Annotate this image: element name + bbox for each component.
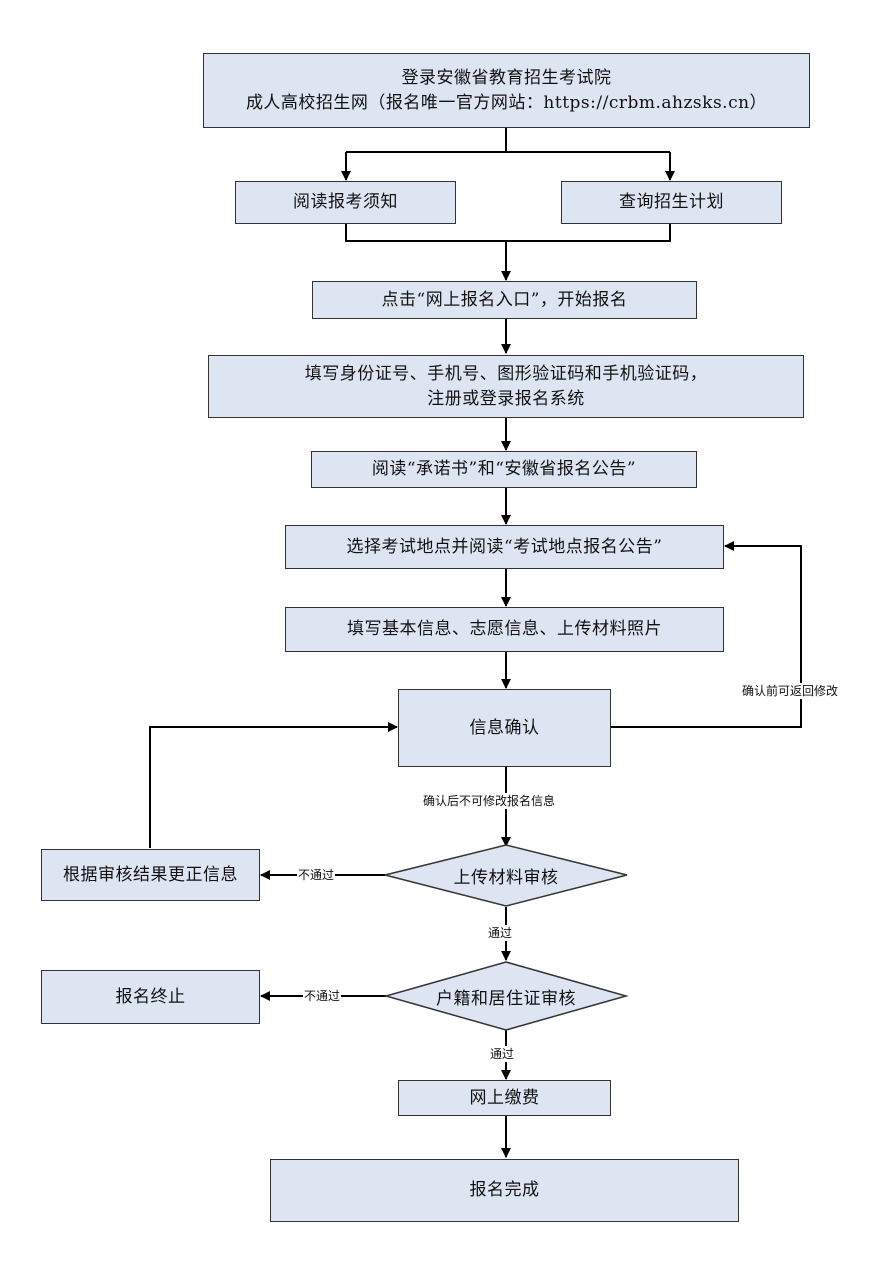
label-pass-1: 通过 — [487, 925, 514, 941]
node-register: 填写身份证号、手机号、图形验证码和手机验证码， 注册或登录报名系统 — [208, 355, 804, 418]
node-read-promise: 阅读“承诺书”和“安徽省报名公告” — [311, 451, 697, 488]
node-fill-info: 填写基本信息、志愿信息、上传材料照片 — [285, 607, 724, 652]
node-click-entry: 点击“网上报名入口”，开始报名 — [312, 281, 697, 319]
edge-fix-loop — [149, 722, 398, 848]
label-no-change-after-confirm: 确认后不可修改报名信息 — [422, 793, 557, 809]
label-pass-2: 通过 — [489, 1046, 516, 1062]
node-login-line1: 登录安徽省教育招生考试院 — [401, 67, 612, 88]
diamond-review-materials — [384, 844, 628, 907]
node-register-line1: 填写身份证号、手机号、图形验证码和手机验证码， — [304, 363, 708, 384]
label-return-before-confirm: 确认前可返回修改 — [741, 683, 840, 699]
node-read-notice: 阅读报考须知 — [235, 181, 456, 224]
node-terminate: 报名终止 — [41, 970, 260, 1024]
node-review-materials: 上传材料审核 — [453, 868, 559, 888]
label-fail-1: 不通过 — [297, 867, 336, 883]
node-done: 报名完成 — [270, 1159, 739, 1222]
node-fix-info: 根据审核结果更正信息 — [41, 849, 260, 901]
edge-merge — [345, 223, 671, 280]
edge-login-split — [346, 127, 670, 153]
node-check-plan: 查询招生计划 — [561, 181, 782, 224]
node-pay: 网上缴费 — [398, 1080, 611, 1116]
diamond-review-household — [383, 961, 629, 1031]
node-confirm: 信息确认 — [398, 689, 611, 767]
node-register-line2: 注册或登录报名系统 — [427, 388, 585, 409]
node-select-site: 选择考试地点并阅读“考试地点报名公告” — [285, 525, 724, 569]
node-review-household: 户籍和居住证审核 — [436, 988, 576, 1009]
label-fail-2: 不通过 — [303, 988, 342, 1004]
node-login-line2: 成人高校招生网（报名唯一官方网站：https://crbm.ahzsks.cn） — [245, 92, 768, 113]
node-login: 登录安徽省教育招生考试院 成人高校招生网（报名唯一官方网站：https://cr… — [203, 53, 810, 128]
edge-return-loop — [610, 541, 802, 728]
